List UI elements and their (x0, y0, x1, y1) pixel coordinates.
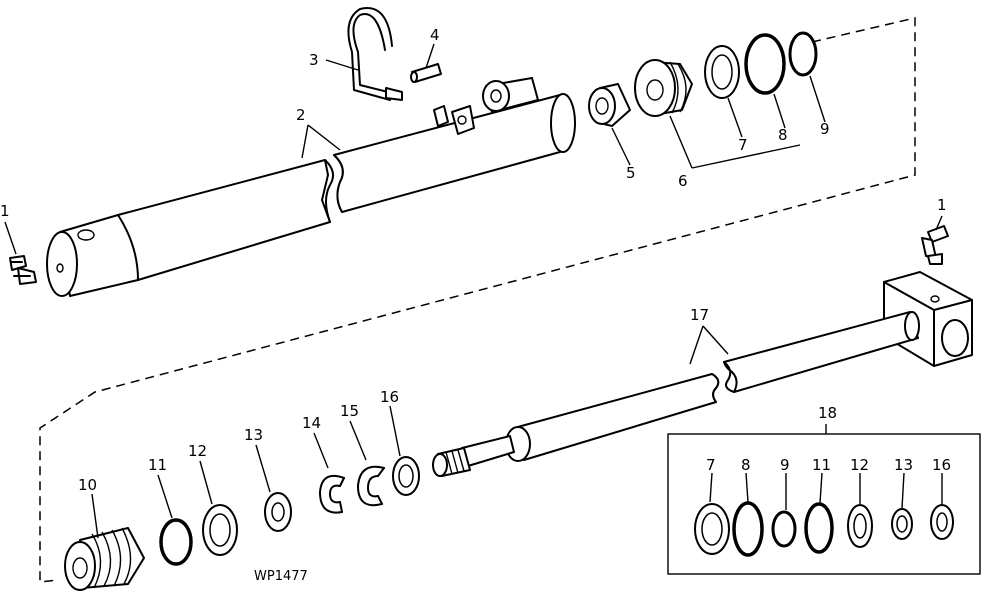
lower-ring-12 (202, 504, 238, 556)
callout-14: 14 (302, 414, 321, 432)
lower-ring-16 (392, 456, 420, 496)
callout-7: 7 (738, 136, 748, 154)
piston-rod (432, 271, 973, 477)
callout-16: 16 (380, 388, 399, 406)
callout-1-left: 1 (0, 202, 10, 220)
kit-ring-16 (930, 504, 954, 540)
lower-ring-11 (159, 518, 193, 566)
kit-callout-12: 12 (850, 456, 869, 474)
dashed-assembly-guide (39, 17, 916, 583)
small-pin (410, 63, 442, 83)
callout-5: 5 (626, 164, 636, 182)
rod-guide (64, 527, 145, 591)
callout-6: 6 (678, 172, 688, 190)
callout-12: 12 (188, 442, 207, 460)
callout-2: 2 (296, 106, 306, 124)
kit-callout-8: 8 (741, 456, 751, 474)
callout-9: 9 (820, 120, 830, 138)
seal-kit-box (667, 433, 981, 575)
j-hook-pin (347, 7, 403, 101)
callout-4: 4 (430, 26, 440, 44)
leader-lines (4, 43, 943, 539)
kit-ring-13 (891, 508, 913, 540)
kit-callout-11: 11 (812, 456, 831, 474)
kit-callout-9: 9 (780, 456, 790, 474)
callout-17: 17 (690, 306, 709, 324)
grease-fitting-right (921, 225, 949, 265)
upper-ring-7 (704, 45, 740, 99)
piston (634, 59, 693, 117)
callout-labels: 1 2 3 4 5 6 7 8 9 1 17 18 10 11 12 13 14… (0, 26, 951, 494)
kit-ring-9 (771, 510, 797, 548)
kit-callout-13: 13 (894, 456, 913, 474)
callout-3: 3 (309, 51, 319, 69)
callout-15: 15 (340, 402, 359, 420)
kit-ring-8 (732, 501, 764, 557)
piston-nut (588, 83, 631, 127)
callout-11: 11 (148, 456, 167, 474)
callout-1-right: 1 (937, 196, 947, 214)
upper-ring-9 (788, 31, 818, 77)
kit-ring-12 (847, 504, 873, 548)
upper-ring-8 (744, 33, 786, 95)
lower-ring-13 (264, 492, 292, 532)
cylinder-barrel (46, 77, 576, 297)
kit-ring-11 (804, 502, 834, 554)
callout-18: 18 (818, 404, 837, 422)
kit-callout-7: 7 (706, 456, 716, 474)
kit-callout-16: 16 (932, 456, 951, 474)
lower-ring-15 (357, 465, 385, 507)
figure-id: WP1477 (254, 569, 308, 584)
callout-13: 13 (244, 426, 263, 444)
callout-10: 10 (78, 476, 97, 494)
lower-ring-14 (319, 474, 345, 514)
grease-fitting-left (9, 255, 37, 285)
kit-ring-7 (694, 503, 730, 555)
callout-8: 8 (778, 126, 788, 144)
